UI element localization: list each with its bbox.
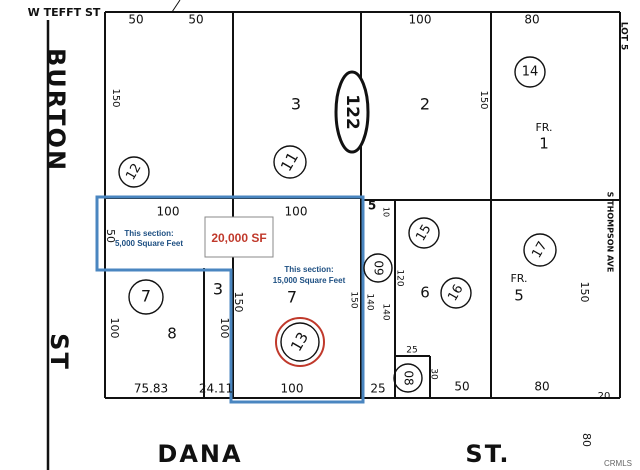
dim-small-30: 30	[429, 368, 439, 380]
parcel-17: 17	[529, 239, 550, 261]
parcel-circle-15	[408, 217, 440, 249]
lot-5-fr: FR.	[510, 272, 527, 285]
parcel-circle-12	[118, 156, 150, 188]
dim-mid-100a: 100	[157, 205, 180, 219]
dim-right-10: 10	[382, 207, 391, 217]
lot-5: 5	[514, 287, 524, 305]
parcel-09: 09	[372, 260, 386, 275]
street-st-bottom: ST.	[465, 440, 510, 468]
lot-1: 1	[539, 135, 549, 153]
section-a-line1: This section:	[124, 229, 173, 238]
dim-right-120: 120	[395, 269, 405, 286]
dim-top-80: 80	[524, 13, 539, 27]
parcel-circle-7	[128, 279, 164, 315]
parcel-circle-14	[514, 56, 546, 88]
dim-triangle-5: 5	[368, 199, 376, 213]
watermark: CRMLS	[604, 459, 632, 468]
street-burton: BURTON	[42, 48, 70, 172]
parcel-13-highlight-ring	[275, 317, 325, 367]
street-tefft: W TEFFT ST	[28, 6, 101, 19]
dim-top-100: 100	[409, 13, 432, 27]
total-sf-label: 20,000 SF	[211, 231, 266, 245]
dim-vertical-100: 100	[218, 318, 231, 339]
dim-top-50b: 50	[188, 13, 203, 27]
lot-3-top: 3	[291, 95, 301, 114]
book-number-oval	[334, 70, 370, 154]
dim-top-50a: 50	[128, 13, 143, 27]
parcel-08: 08	[402, 370, 416, 385]
dim-left-100: 100	[108, 318, 121, 339]
dim-bottom-100: 100	[281, 382, 304, 396]
top-tick	[171, 0, 181, 13]
parcel-14: 14	[522, 65, 539, 80]
parcel-circle-11	[273, 145, 307, 179]
parcel-circles	[118, 56, 557, 393]
book-number: 122	[342, 94, 362, 130]
parcel-circle-17	[523, 233, 557, 267]
dim-right-140b: 140	[381, 303, 391, 320]
dim-left-150: 150	[110, 88, 121, 107]
parcel-13: 13	[287, 329, 312, 355]
dim-bottom-24-11: 24.11	[199, 382, 233, 396]
dim-mid-100b: 100	[285, 205, 308, 219]
dim-right-140a: 140	[365, 293, 375, 310]
lot-3-mid: 3	[213, 280, 223, 299]
section-b-line1: This section:	[284, 265, 333, 274]
dim-vertical-150b: 150	[349, 291, 359, 308]
dim-bottom-right-80: 80	[580, 433, 593, 447]
dim-mid-150: 150	[478, 90, 489, 109]
dim-left-50: 50	[104, 229, 117, 243]
parcel-11: 11	[277, 149, 302, 175]
parcel-12: 12	[123, 161, 144, 183]
parcel-circle-08	[393, 363, 423, 393]
parcel-7: 7	[141, 287, 151, 306]
dim-bottom-25: 25	[370, 382, 385, 396]
dim-small-25: 25	[406, 346, 417, 356]
section-b-line2: 15,000 Square Feet	[273, 276, 346, 285]
street-st-left: ST	[45, 333, 73, 371]
lot5-margin-label: LOT 5	[619, 22, 629, 51]
parcel-circle-16	[440, 277, 472, 309]
street-dana: DANA	[157, 440, 242, 468]
dim-right-150: 150	[578, 282, 591, 303]
dim-bottom-75-83: 75.83	[134, 382, 168, 396]
dim-bottom-50: 50	[454, 380, 469, 394]
lot-2: 2	[420, 95, 430, 114]
parcel-circle-13	[280, 322, 320, 362]
total-sf-box	[204, 216, 274, 258]
dim-vertical-150: 150	[232, 292, 245, 313]
lot-1-fr: FR.	[535, 121, 552, 134]
lot-7: 7	[287, 288, 297, 307]
street-thompson: S THOMPSON AVE	[606, 192, 615, 273]
parcel-circle-09	[363, 253, 393, 283]
lot-8: 8	[167, 325, 177, 343]
lot-6: 6	[420, 284, 430, 302]
parcel-16: 16	[445, 282, 466, 304]
dim-bottom-80: 80	[534, 380, 549, 394]
dim-corner-20: 20	[598, 391, 611, 402]
parcel-15: 15	[413, 222, 434, 244]
section-a-line2: 5,000 Square Feet	[115, 239, 183, 248]
